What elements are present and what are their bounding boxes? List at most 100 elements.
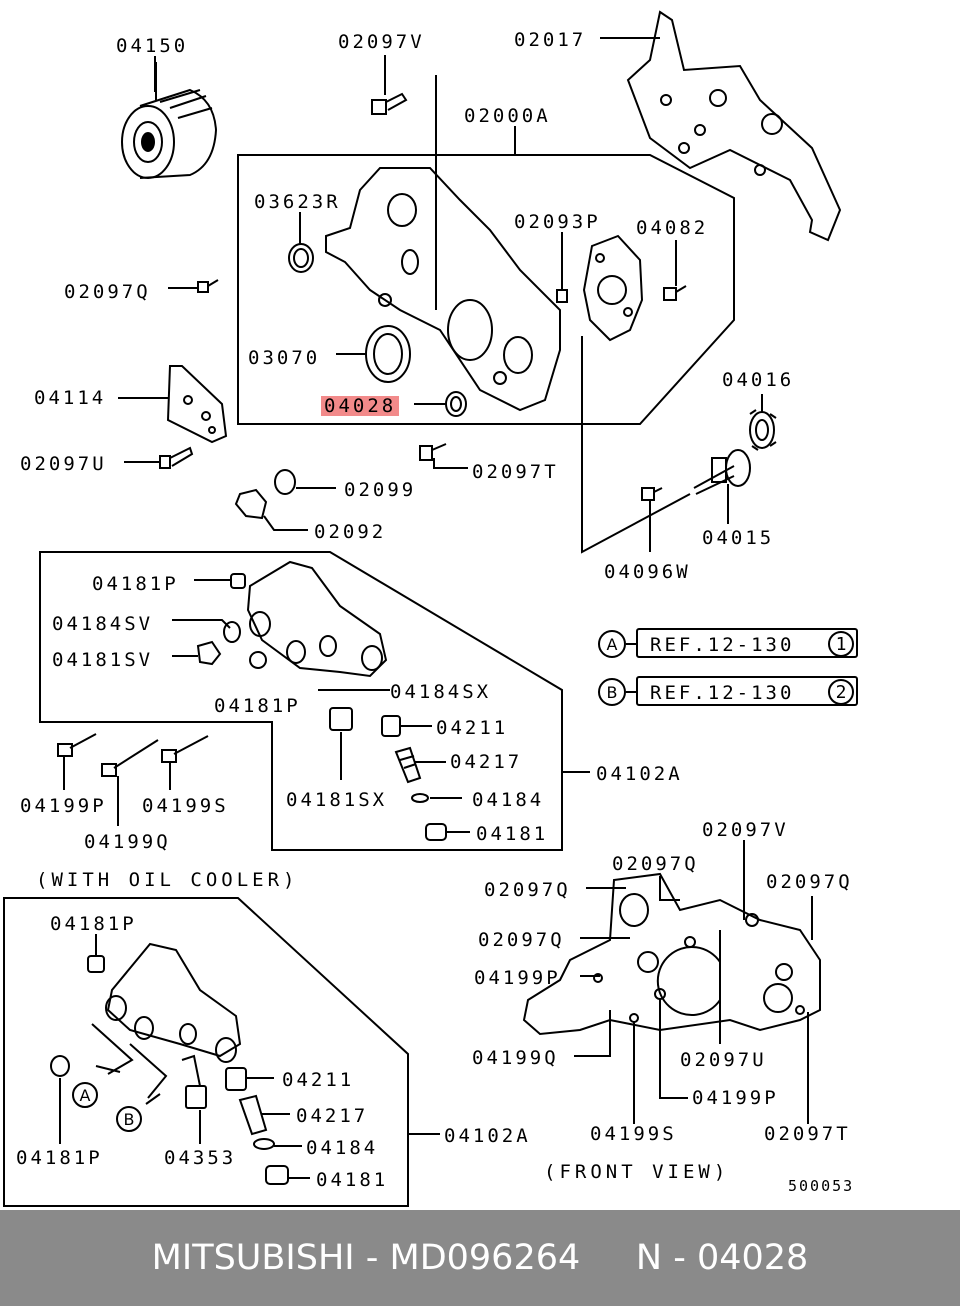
arrow-to-a	[91, 1023, 134, 1075]
label-02097v-fv: 02097V	[702, 819, 789, 841]
label-04181p-c: 04181P	[50, 913, 137, 935]
label-04016: 04016	[722, 369, 795, 391]
label-04199s-fv: 04199S	[590, 1123, 677, 1145]
label-04181p-d: 04181P	[16, 1147, 103, 1169]
label-04211-lower: 04211	[282, 1069, 355, 1091]
caption-front-view: (FRONT VIEW)	[544, 1161, 730, 1183]
label-04102a-lower: 04102A	[444, 1125, 531, 1147]
gasket-02092-drawing	[234, 488, 268, 520]
plate-04114-drawing	[166, 365, 228, 444]
bolt-02097q-drawing	[197, 279, 219, 293]
marker-b-small: B	[116, 1106, 142, 1132]
assembly-bracket-02000a	[581, 336, 691, 554]
oring-02099-drawing	[274, 469, 296, 495]
assembly-box-04102a-upper	[39, 551, 563, 851]
label-04353: 04353	[164, 1147, 237, 1169]
leader-02097q-fv1	[659, 876, 680, 901]
gear-04016-drawing	[749, 409, 777, 451]
label-02097v: 02097V	[338, 31, 425, 53]
bolt-02097u-drawing	[159, 446, 194, 469]
label-04184: 04184	[472, 789, 545, 811]
ref-marker-b: B	[598, 678, 626, 706]
label-04184-lower: 04184	[306, 1137, 379, 1159]
oil-pump-housing-cooler-drawing	[105, 942, 242, 1063]
marker-a-small: A	[72, 1082, 98, 1108]
oil-pump-housing-drawing	[246, 560, 388, 678]
arrow-to-b	[129, 1043, 168, 1105]
label-02097u-fv: 02097U	[680, 1049, 767, 1071]
plug-04181sv	[196, 640, 222, 666]
label-02097q-fv3: 02097Q	[478, 929, 565, 951]
label-02097t: 02097T	[472, 461, 559, 483]
pin-02093p-drawing	[556, 289, 568, 303]
label-04199s: 04199S	[142, 795, 229, 817]
assembly-box-02000a	[237, 154, 735, 425]
label-04184sv: 04184SV	[52, 613, 154, 635]
label-04082: 04082	[636, 217, 709, 239]
plug-04181	[425, 823, 447, 841]
ref-text-a: REF.12-130	[650, 634, 795, 656]
leader-04199q-fv	[574, 1010, 611, 1057]
leader-04184sv	[172, 619, 231, 629]
ref-box-b[interactable]: REF.12-130 2	[636, 676, 858, 706]
screw-04082-drawing	[663, 285, 687, 301]
washer-04184sv	[223, 621, 241, 643]
label-04102a-upper: 04102A	[596, 763, 683, 785]
label-04181sx: 04181SX	[286, 789, 388, 811]
diagram-code: 500053	[788, 1177, 855, 1195]
gasket-04184	[411, 793, 429, 803]
label-02093p: 02093P	[514, 211, 601, 233]
label-04211: 04211	[436, 717, 509, 739]
bolts-04199-drawing	[57, 733, 209, 826]
label-04184sx: 04184SX	[390, 681, 492, 703]
label-04114: 04114	[34, 387, 107, 409]
plug-04181p-d	[50, 1055, 70, 1077]
label-02092: 02092	[314, 521, 387, 543]
label-03623r: 03623R	[254, 191, 341, 213]
label-04028-highlighted: 04028	[321, 396, 400, 416]
label-04181-lower: 04181	[316, 1169, 389, 1191]
label-02097t-fv: 02097T	[764, 1123, 851, 1145]
ref-num-a: 1	[828, 631, 854, 657]
oil-filter-drawing	[121, 62, 218, 179]
spring-04217-drawing	[394, 746, 422, 784]
plunger-04211-drawing	[381, 715, 401, 737]
label-04217: 04217	[450, 751, 523, 773]
ref-num-b: 2	[828, 679, 854, 705]
label-03070: 03070	[248, 347, 321, 369]
label-04181p-b: 04181P	[214, 695, 301, 717]
label-02097q: 02097Q	[64, 281, 151, 303]
ref-box-a[interactable]: REF.12-130 1	[636, 628, 858, 658]
spring-04217-lower	[238, 1094, 268, 1136]
assembly-box-04102a-lower	[3, 897, 409, 1207]
label-04199q: 04199Q	[84, 831, 171, 853]
plug-04181p-c	[87, 955, 105, 973]
label-04217-lower: 04217	[296, 1105, 369, 1127]
oring-04028-drawing	[445, 391, 467, 417]
bolt-02097v-drawing	[371, 92, 408, 115]
footer-part-number: MD096264	[389, 1238, 581, 1278]
label-02000a: 02000A	[464, 105, 551, 127]
footer-gap	[580, 1238, 636, 1278]
label-04015: 04015	[702, 527, 775, 549]
label-04181p-a: 04181P	[92, 573, 179, 595]
label-02097u: 02097U	[20, 453, 107, 475]
label-02097q-fv1: 02097Q	[612, 853, 699, 875]
oil-pump-cover-drawing	[582, 234, 644, 342]
label-04199p-fv2: 04199P	[692, 1087, 779, 1109]
label-04150: 04150	[116, 35, 189, 57]
footer-sep: -	[354, 1238, 390, 1278]
plug-04181p-a	[230, 573, 246, 589]
label-04096w: 04096W	[604, 561, 691, 583]
seal-03070-drawing	[365, 325, 411, 383]
plunger-04211-lower	[225, 1067, 247, 1091]
seal-03623r-drawing	[288, 243, 314, 273]
ref-text-b: REF.12-130	[650, 682, 795, 704]
footer-bar: MITSUBISHI - MD096264 N - 04028	[0, 1210, 960, 1306]
leader-02097t	[433, 458, 468, 469]
bolt-02097t-drawing	[419, 443, 447, 461]
caption-with-oil-cooler: (WITH OIL COOLER)	[36, 869, 299, 891]
label-02097q-fv4: 02097Q	[766, 871, 853, 893]
footer-ref-number: N - 04028	[635, 1238, 809, 1278]
footer-brand: MITSUBISHI	[151, 1238, 355, 1278]
